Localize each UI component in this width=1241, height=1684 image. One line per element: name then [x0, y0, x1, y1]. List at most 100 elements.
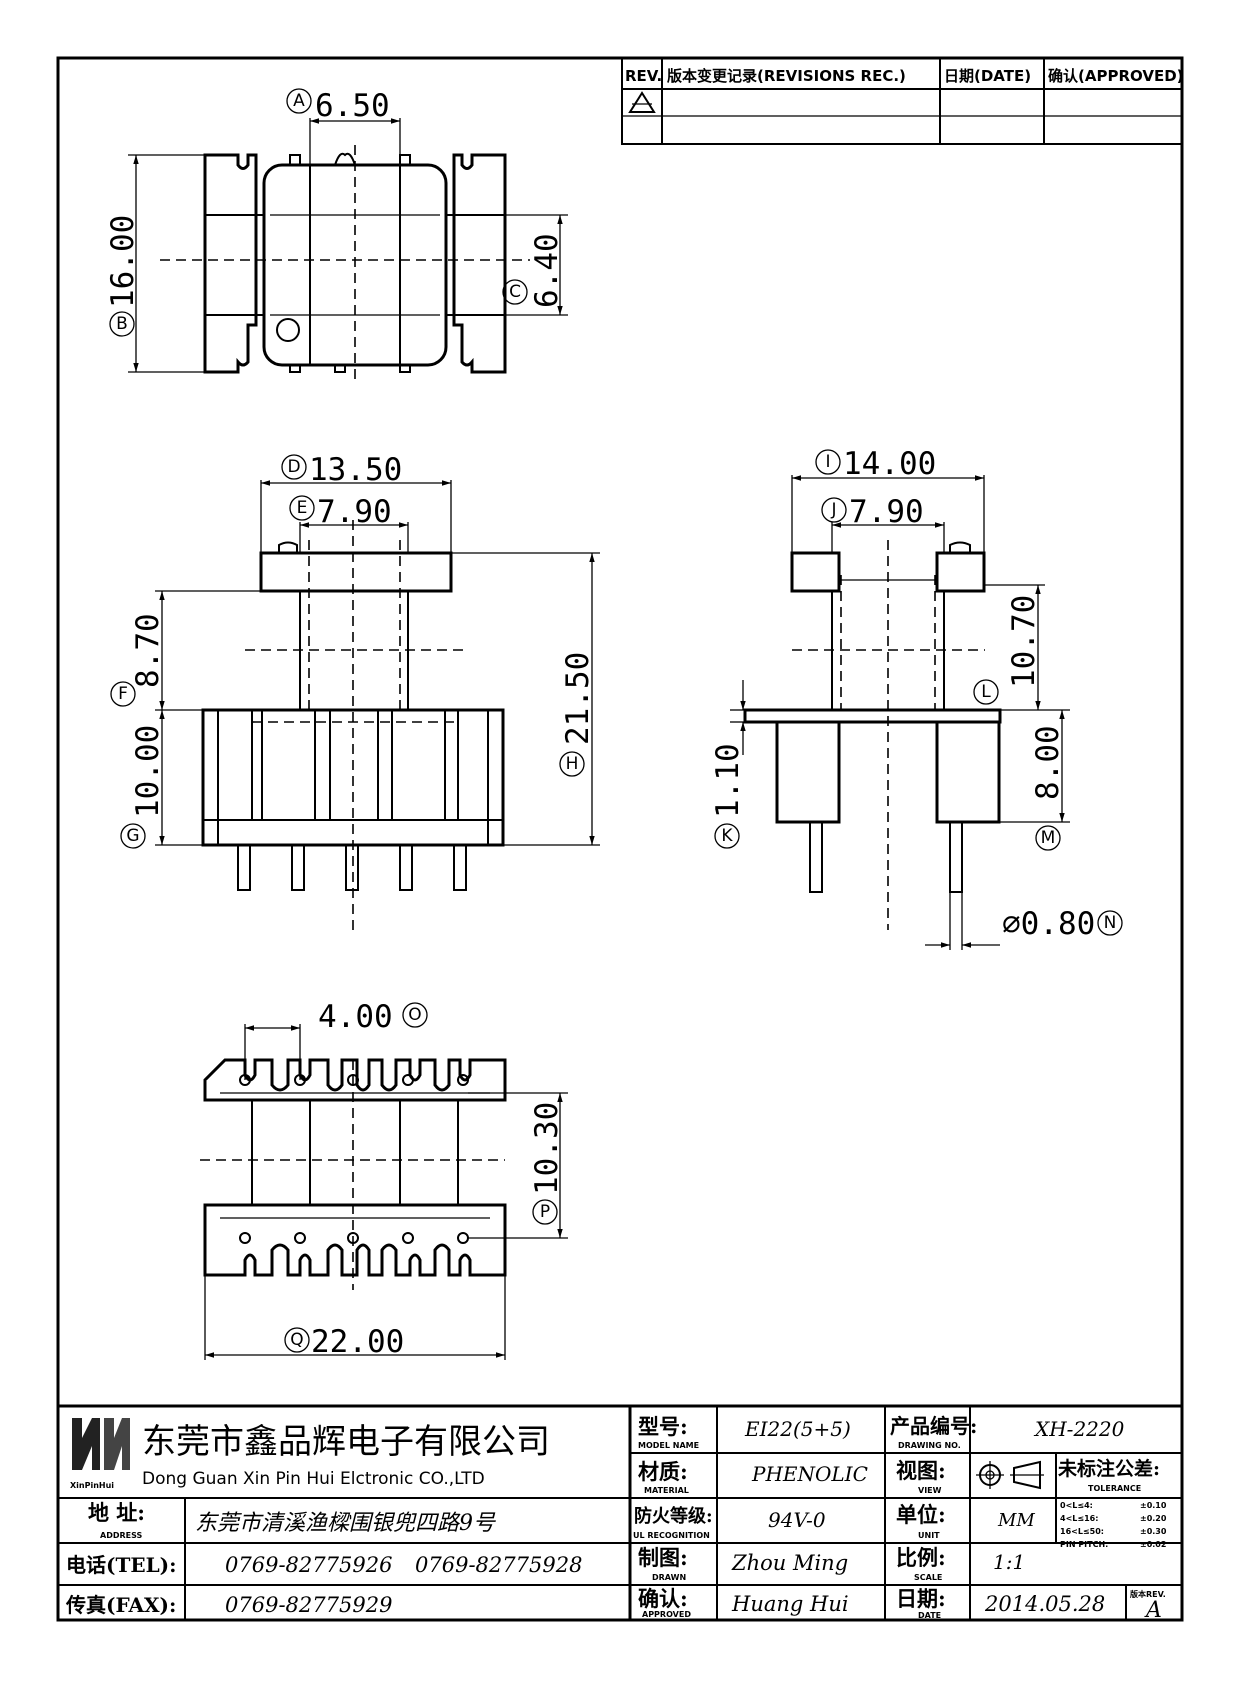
- view-label-en: VIEW: [918, 1486, 942, 1495]
- svg-text:B: B: [116, 314, 128, 334]
- bottom-view: [200, 1024, 568, 1360]
- drawn-label-en: DRAWN: [652, 1573, 686, 1582]
- svg-text:N: N: [1104, 913, 1117, 933]
- approved-value: Huang Hui: [731, 1592, 849, 1616]
- revision-triangle-icon: [628, 91, 656, 113]
- svg-text:I: I: [825, 452, 830, 472]
- approved-label-en: APPROVED: [642, 1610, 691, 1619]
- pin-one-marker: [276, 318, 300, 342]
- dim-value-c: 6.40: [529, 233, 565, 308]
- date-label: 日期:: [896, 1586, 946, 1611]
- dim-value-i: 14.00: [843, 446, 936, 482]
- top-view: [128, 118, 568, 380]
- svg-text:M: M: [1041, 828, 1056, 848]
- dim-label-k: K 1.10: [710, 743, 746, 849]
- tolerance-value-3: ±0.30: [1140, 1527, 1167, 1536]
- svg-text:A: A: [293, 91, 305, 111]
- unit-label-en: UNIT: [918, 1531, 940, 1540]
- dim-value-d: 13.50: [309, 452, 402, 488]
- view-label: 视图:: [896, 1458, 946, 1483]
- drawing-no-value: XH-2220: [1033, 1417, 1125, 1441]
- dim-label-a: A 6.50: [286, 88, 390, 124]
- revision-approved-header: 确认(APPROVED): [1048, 67, 1184, 85]
- dim-label-e: E 7.90: [289, 494, 392, 530]
- svg-text:D: D: [287, 457, 300, 477]
- flame-label: 防火等级:: [634, 1505, 713, 1527]
- model-label-en: MODEL NAME: [638, 1441, 699, 1450]
- tolerance-value-4: ±0.02: [1140, 1540, 1166, 1549]
- front-view: [155, 480, 600, 930]
- dim-value-b: 16.00: [105, 215, 141, 308]
- dim-label-d: D 13.50: [281, 452, 402, 488]
- dim-label-n: ⌀0.80 N: [1002, 906, 1123, 942]
- dim-value-m: 8.00: [1030, 725, 1066, 800]
- drawn-value: Zhou Ming: [731, 1551, 848, 1575]
- tolerance-label: 未标注公差:: [1057, 1457, 1160, 1480]
- address-value: 东莞市清溪渔樑围银兜四路9号: [195, 1511, 496, 1536]
- scale-label-en: SCALE: [914, 1573, 942, 1582]
- side-view: [730, 475, 1070, 950]
- tolerance-value-2: ±0.20: [1140, 1514, 1167, 1523]
- model-label: 型号:: [638, 1414, 688, 1439]
- revision-date-header: 日期(DATE): [944, 67, 1031, 85]
- flame-label-en: UL RECOGNITION: [633, 1531, 710, 1540]
- svg-text:C: C: [509, 282, 521, 302]
- date-label-en: DATE: [918, 1611, 941, 1620]
- dim-label-m: M 8.00: [1030, 725, 1066, 851]
- dim-value-l: 10.70: [1006, 595, 1042, 688]
- svg-text:J: J: [830, 500, 836, 520]
- company-name-en: Dong Guan Xin Pin Hui Elctronic CO.,LTD: [142, 1469, 485, 1489]
- tolerance-range-4: PIN PITCH:: [1060, 1540, 1108, 1549]
- flame-value: 94V-0: [768, 1508, 826, 1532]
- svg-text:G: G: [126, 826, 139, 846]
- tel-label: 电话(TEL):: [66, 1553, 177, 1577]
- dim-label-l: L 10.70: [973, 595, 1042, 705]
- company-name-cn: 东莞市鑫品辉电子有限公司: [142, 1422, 550, 1462]
- dim-value-o: 4.00: [318, 999, 393, 1035]
- dim-value-f: 8.70: [130, 613, 166, 688]
- rev-label: 版本REV.: [1129, 1589, 1166, 1599]
- dim-label-b: B 16.00: [105, 215, 141, 337]
- svg-text:F: F: [118, 684, 128, 704]
- title-block: XinPinHui 东莞市鑫品辉电子有限公司 Dong Guan Xin Pin…: [58, 1404, 1182, 1623]
- svg-text:L: L: [981, 682, 991, 702]
- dim-value-j: 7.90: [849, 494, 924, 530]
- dim-label-o: 4.00 O: [318, 999, 428, 1035]
- dim-label-p: P 10.30: [529, 1102, 565, 1225]
- logo-text: XinPinHui: [70, 1481, 114, 1490]
- tel-value-1: 0769-82775926: [225, 1553, 392, 1577]
- scale-value: 1:1: [993, 1550, 1025, 1574]
- dim-label-g: G 10.00: [120, 725, 166, 849]
- dim-value-k: 1.10: [710, 743, 746, 818]
- dim-value-g: 10.00: [130, 725, 166, 818]
- material-label-en: MATERIAL: [644, 1486, 689, 1495]
- dim-label-h: H 21.50: [559, 652, 596, 777]
- drawing-no-label-en: DRAWING NO.: [898, 1441, 961, 1450]
- drawing-no-label: 产品编号:: [890, 1414, 977, 1438]
- dim-value-q: 22.00: [311, 1324, 404, 1360]
- svg-text:Q: Q: [290, 1330, 303, 1350]
- svg-text:H: H: [566, 754, 579, 774]
- tolerance-label-en: TOLERANCE: [1088, 1484, 1141, 1493]
- revision-record-header: 版本变更记录(REVISIONS REC.): [667, 67, 906, 85]
- unit-value: MM: [997, 1510, 1035, 1531]
- address-label: 地 址:: [88, 1500, 145, 1525]
- fax-label: 传真(FAX):: [65, 1593, 176, 1617]
- dim-label-i: I 14.00: [815, 446, 936, 482]
- projection-symbol-icon: [976, 1460, 1044, 1490]
- dim-value-h: 21.50: [560, 652, 596, 745]
- svg-text:K: K: [721, 826, 733, 846]
- revision-table: REV. 版本变更记录(REVISIONS REC.) 日期(DATE) 确认(…: [621, 57, 1184, 145]
- dim-label-c: C 6.40: [502, 233, 565, 308]
- fax-value: 0769-82775929: [225, 1593, 392, 1617]
- address-label-en: ADDRESS: [100, 1531, 143, 1540]
- dim-label-f: F 8.70: [110, 613, 166, 707]
- dim-value-n: ⌀0.80: [1002, 906, 1095, 942]
- rev-header: REV.: [625, 67, 662, 85]
- svg-text:P: P: [540, 1202, 550, 1222]
- drawn-label: 制图:: [638, 1545, 688, 1570]
- company-logo: XinPinHui: [70, 1418, 130, 1490]
- svg-text:O: O: [408, 1005, 421, 1025]
- dim-value-p: 10.30: [529, 1102, 565, 1195]
